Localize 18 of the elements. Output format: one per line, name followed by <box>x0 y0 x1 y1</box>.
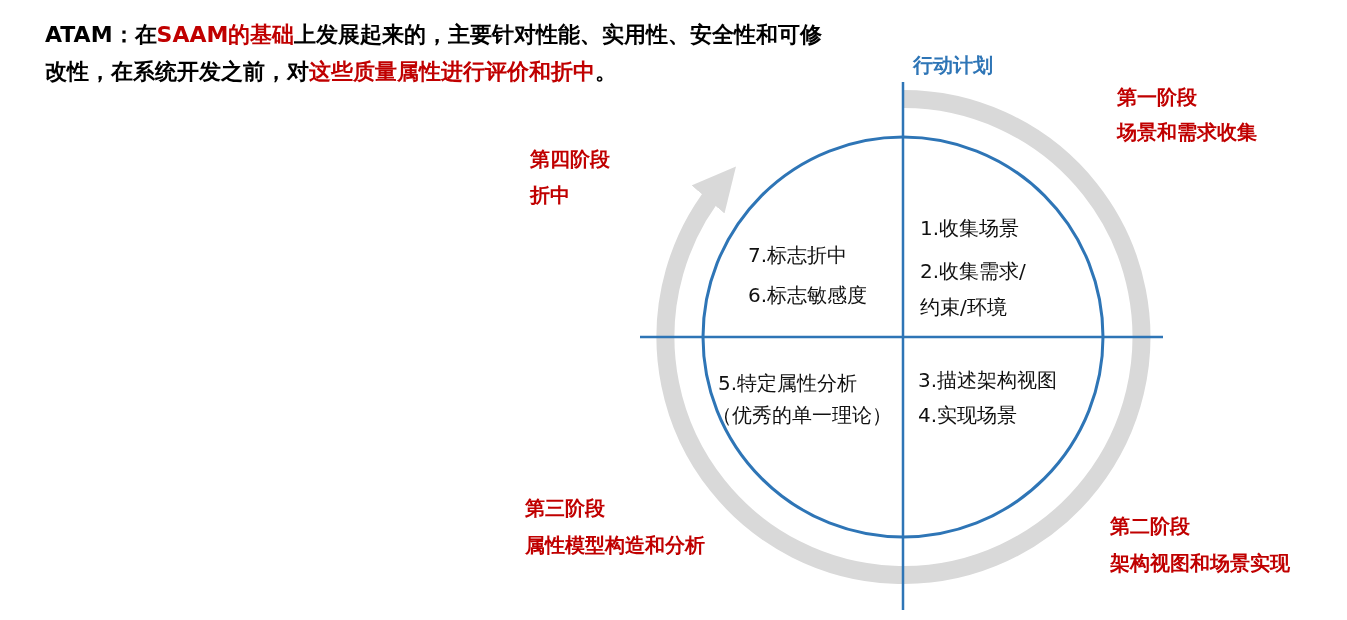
heading-text: ATAM：在SAAM的基础上发展起来的，主要针对性能、实用性、安全性和可修改性，在系统开发之前，对这些质量属性进行评价和折中。 <box>45 21 824 86</box>
phase-label: 第二阶段 <box>1110 513 1190 540</box>
step-text: 7.标志折中 <box>748 242 848 269</box>
phase-label: 第四阶段 <box>530 146 610 173</box>
phase-label: 属性模型构造和分析 <box>525 532 705 559</box>
section-label: 行动计划 <box>913 52 993 79</box>
phase-label: 折中 <box>530 182 570 209</box>
step-text: （优秀的单一理论） <box>712 402 892 429</box>
step-text: 2.收集需求/约束/环境 <box>920 258 1027 321</box>
step-text: 6.标志敏感度 <box>748 282 868 309</box>
step-text: 3.描述架构视图 <box>918 367 1058 394</box>
phase-label: 第一阶段 <box>1117 84 1197 111</box>
step-text: 5.特定属性分析 <box>718 370 858 397</box>
step-text: 4.实现场景 <box>918 402 1018 429</box>
phase-label: 架构视图和场景实现 <box>1110 550 1290 577</box>
phase-label: 场景和需求收集 <box>1117 119 1257 146</box>
step-text: 1.收集场景 <box>920 215 1020 242</box>
phase-label: 第三阶段 <box>525 495 605 522</box>
